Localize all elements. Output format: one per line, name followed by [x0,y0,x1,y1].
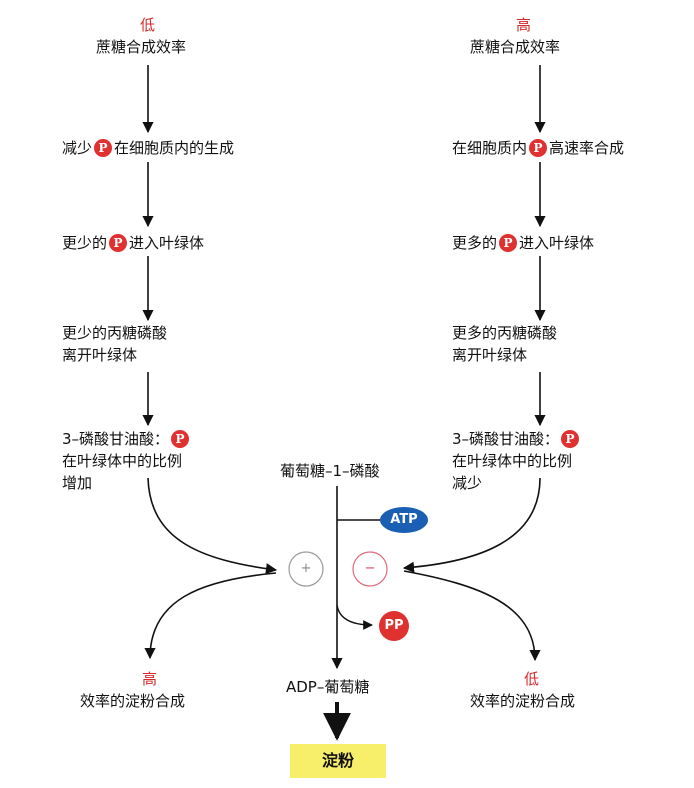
left-step3-line1: 更少的丙糖磷酸 [62,324,168,342]
atp-ellipse [380,507,428,533]
right-step2-b: 进入叶绿体 [519,234,595,252]
pp-label: PP [384,618,404,633]
right-to-minus-arrow [402,477,541,573]
minus-sign: − [364,561,376,576]
plus-circle [288,551,324,587]
pp-circle [379,611,409,641]
left-step4-line1: 3–磷酸甘油酸：P [62,428,191,450]
atp-label: ATP [390,512,418,527]
phosphate-icon: P [109,234,128,252]
substrate-label: 葡萄糖–1–磷酸 [280,462,380,480]
left-step1-b: 在细胞质内的生成 [114,139,235,157]
pp-arrow [336,604,373,630]
right-step3-line1: 更多的丙糖磷酸 [452,324,558,342]
right-step1-b: 高速率合成 [549,139,625,157]
right-level-bottom: 低 [524,670,540,688]
phosphate-icon: P [499,234,518,252]
left-level-top: 低 [140,16,156,34]
left-step4-line2: 在叶绿体中的比例 [62,452,183,470]
plus-to-left-bottom-arrow [144,572,277,660]
right-bottom-label: 效率的淀粉合成 [470,692,576,710]
phosphate-icon: P [529,139,548,157]
left-title: 蔗糖合成效率 [96,38,187,56]
left-step2-b: 进入叶绿体 [129,234,205,252]
starch-box: 淀粉 [290,744,386,778]
right-step1-a: 在细胞质内 [452,139,528,157]
right-step4-line3: 减少 [452,474,483,492]
product-label: ADP–葡萄糖 [286,678,370,696]
right-step4-a: 3–磷酸甘油酸： [452,430,560,448]
right-step2-a: 更多的 [452,234,498,252]
phosphate-icon: P [561,430,580,448]
right-title: 蔗糖合成效率 [470,38,561,56]
left-step3-line2: 离开叶绿体 [62,346,138,364]
left-level-bottom: 高 [142,670,158,688]
left-step4-line3: 增加 [62,474,93,492]
left-bottom-label: 效率的淀粉合成 [80,692,186,710]
left-step2-a: 更少的 [62,234,108,252]
right-step4-line2: 在叶绿体中的比例 [452,452,573,470]
left-to-plus-arrow [147,477,278,575]
right-level-top: 高 [516,16,532,34]
left-step1-a: 减少 [62,139,93,157]
plus-sign: + [300,561,312,576]
minus-to-right-bottom-arrow [403,570,541,662]
right-step4-line1: 3–磷酸甘油酸：P [452,428,581,450]
phosphate-icon: P [171,430,190,448]
minus-circle [352,551,388,587]
phosphate-icon: P [94,139,113,157]
left-step4-a: 3–磷酸甘油酸： [62,430,170,448]
right-step3-line2: 离开叶绿体 [452,346,528,364]
